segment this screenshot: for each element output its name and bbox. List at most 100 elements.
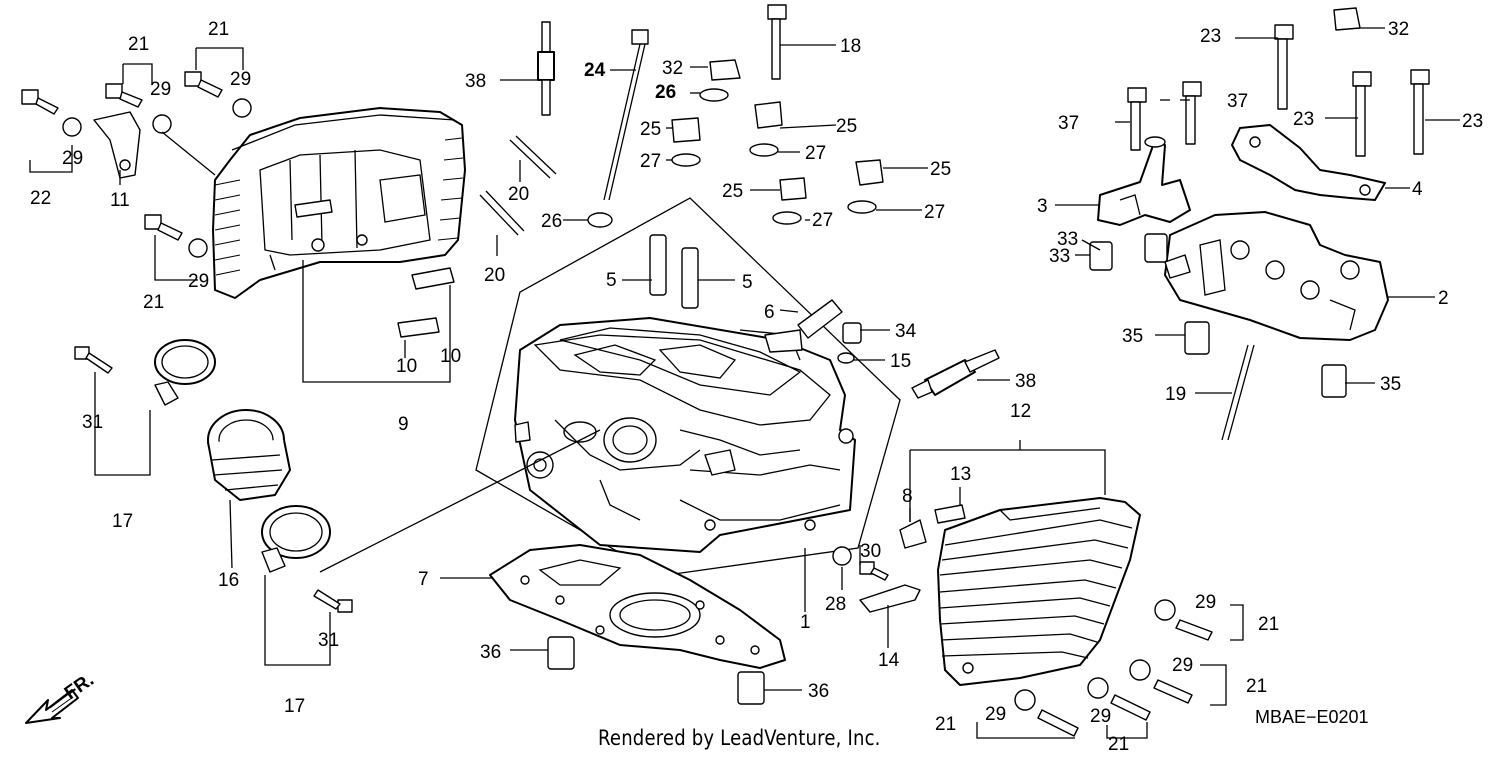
callout-17: 17 bbox=[112, 511, 133, 532]
bolts-and-nuts-left bbox=[21, 71, 252, 258]
callout-6: 6 bbox=[764, 302, 775, 323]
callout-24: 24 bbox=[584, 60, 606, 81]
callout-35: 35 bbox=[1380, 374, 1401, 395]
stud-19 bbox=[1221, 344, 1255, 441]
dowel-pins bbox=[547, 233, 1347, 705]
callout-21: 21 bbox=[143, 292, 164, 313]
rocker-arm-holder bbox=[1164, 211, 1389, 341]
callout-29: 29 bbox=[1195, 592, 1216, 613]
bolts-and-nuts-right bbox=[1014, 599, 1213, 737]
callout-27: 27 bbox=[812, 210, 833, 231]
bolts-23-37 bbox=[1127, 24, 1430, 157]
valve-guides bbox=[649, 234, 843, 339]
callout-27: 27 bbox=[640, 151, 661, 172]
diagram-code: MBAE−E0201 bbox=[1255, 707, 1369, 727]
clamp-lower bbox=[261, 505, 331, 573]
callout-9: 9 bbox=[398, 414, 409, 435]
callout-22: 22 bbox=[30, 188, 51, 209]
callout-27: 27 bbox=[805, 143, 826, 164]
callout-25: 25 bbox=[836, 116, 857, 137]
callout-29: 29 bbox=[985, 704, 1006, 725]
callout-14: 14 bbox=[878, 650, 900, 671]
callout-35: 35 bbox=[1122, 326, 1143, 347]
callout-34: 34 bbox=[895, 321, 917, 342]
callout-11: 11 bbox=[110, 190, 130, 211]
callout-25: 25 bbox=[722, 181, 743, 202]
bolt-18 bbox=[767, 4, 787, 80]
head-gasket bbox=[489, 544, 786, 669]
callout-29: 29 bbox=[188, 271, 209, 292]
collars-8-10-13 bbox=[397, 267, 966, 549]
callout-12: 12 bbox=[1010, 401, 1031, 422]
callout-17: 17 bbox=[284, 696, 305, 717]
callout-19: 19 bbox=[1165, 384, 1186, 405]
callout-38: 38 bbox=[465, 71, 486, 92]
callout-5: 5 bbox=[606, 270, 617, 291]
callout-labels: 21 21 29 29 29 22 11 29 21 10 10 9 31 17… bbox=[30, 19, 1483, 755]
callout-32: 32 bbox=[662, 58, 683, 79]
callout-29: 29 bbox=[1090, 706, 1111, 727]
callout-10: 10 bbox=[396, 356, 417, 377]
callout-36: 36 bbox=[808, 681, 829, 702]
callout-29: 29 bbox=[150, 79, 171, 100]
callout-31: 31 bbox=[82, 412, 103, 433]
cylinder-head-cover-front bbox=[937, 497, 1141, 686]
callout-26: 26 bbox=[541, 211, 562, 232]
callout-33: 33 bbox=[1049, 246, 1070, 267]
callout-2: 2 bbox=[1438, 288, 1449, 309]
callout-13: 13 bbox=[950, 464, 971, 485]
callout-23: 23 bbox=[1200, 26, 1221, 47]
callout-23: 23 bbox=[1293, 109, 1314, 130]
clamp-upper bbox=[154, 339, 216, 406]
spark-plug-upper bbox=[537, 21, 555, 116]
callout-21: 21 bbox=[935, 714, 956, 735]
callout-20: 20 bbox=[508, 184, 529, 205]
callout-29: 29 bbox=[62, 148, 83, 169]
callout-1: 1 bbox=[800, 612, 811, 633]
bolts-31 bbox=[74, 346, 353, 613]
callout-15: 15 bbox=[890, 351, 911, 372]
cylinder-head-cover-rear bbox=[212, 107, 466, 299]
studs-20 bbox=[479, 135, 557, 236]
callout-5: 5 bbox=[742, 272, 753, 293]
bracket-14-washer-28-bolt-30 bbox=[832, 546, 921, 613]
callout-32: 32 bbox=[1388, 19, 1409, 40]
callout-38: 38 bbox=[1015, 371, 1036, 392]
callout-31: 31 bbox=[318, 630, 339, 651]
callout-36: 36 bbox=[480, 642, 501, 663]
callout-37: 37 bbox=[1227, 91, 1248, 112]
callout-29: 29 bbox=[230, 69, 251, 90]
callout-16: 16 bbox=[218, 570, 239, 591]
callout-28: 28 bbox=[825, 594, 846, 615]
intake-manifold bbox=[207, 409, 291, 501]
callout-30: 30 bbox=[860, 541, 881, 562]
nuts-and-washers bbox=[587, 7, 1361, 228]
callout-21: 21 bbox=[208, 19, 229, 40]
cylinder-head bbox=[475, 197, 901, 577]
cam-holder-plate bbox=[1231, 124, 1386, 201]
callout-27: 27 bbox=[924, 202, 945, 223]
spark-plug-front bbox=[911, 349, 1000, 399]
callout-8: 8 bbox=[902, 486, 913, 507]
callout-29: 29 bbox=[1172, 655, 1193, 676]
callout-18: 18 bbox=[840, 36, 861, 57]
callout-20: 20 bbox=[484, 265, 505, 286]
callout-26: 26 bbox=[655, 82, 676, 103]
callout-23: 23 bbox=[1462, 111, 1483, 132]
callout-21: 21 bbox=[1258, 614, 1279, 635]
front-direction-arrow: FR. bbox=[25, 669, 98, 724]
callout-21: 21 bbox=[1246, 676, 1267, 697]
callout-37: 37 bbox=[1058, 113, 1079, 134]
stud-bolt-long bbox=[603, 29, 649, 201]
callout-25: 25 bbox=[930, 159, 951, 180]
cam-bracket bbox=[1097, 136, 1191, 226]
callout-33: 33 bbox=[1057, 229, 1078, 250]
callout-3: 3 bbox=[1037, 196, 1048, 217]
callout-21: 21 bbox=[1108, 734, 1129, 755]
callout-21: 21 bbox=[128, 34, 149, 55]
callout-10: 10 bbox=[440, 346, 461, 367]
callout-25: 25 bbox=[640, 119, 661, 140]
callout-4: 4 bbox=[1412, 179, 1423, 200]
rendered-by-credit: Rendered by LeadVenture, Inc. bbox=[598, 726, 881, 750]
